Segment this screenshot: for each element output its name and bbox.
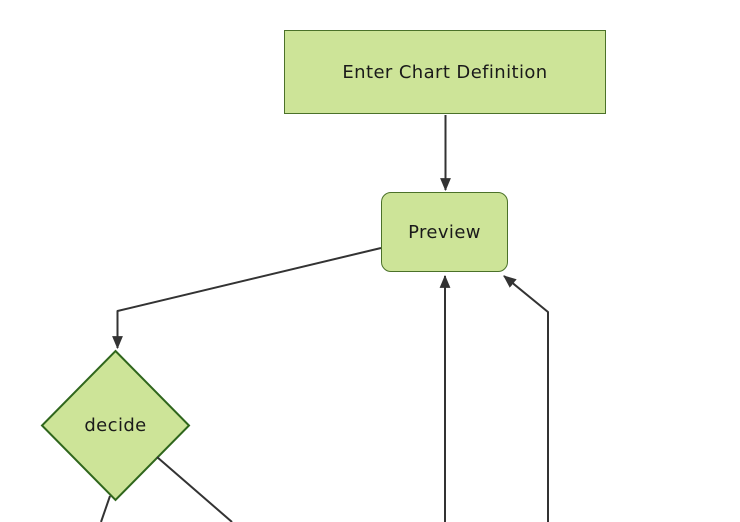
- decide-node-label-box: decide: [42, 375, 189, 476]
- edge-bottom-right-to-preview: [503, 275, 549, 522]
- preview-node: Preview: [381, 192, 508, 272]
- decide-node-shape: [40, 349, 191, 502]
- edge-preview-to-decide: [112, 247, 382, 350]
- preview-label: Preview: [408, 221, 481, 243]
- edge-decide-to-bottom-right: [156, 456, 233, 522]
- decide-label: decide: [84, 415, 147, 436]
- enter-chart-definition-node: Enter Chart Definition: [284, 30, 606, 114]
- edge-decide-to-bottom-left: [100, 495, 111, 522]
- enter-chart-definition-label: Enter Chart Definition: [342, 61, 548, 83]
